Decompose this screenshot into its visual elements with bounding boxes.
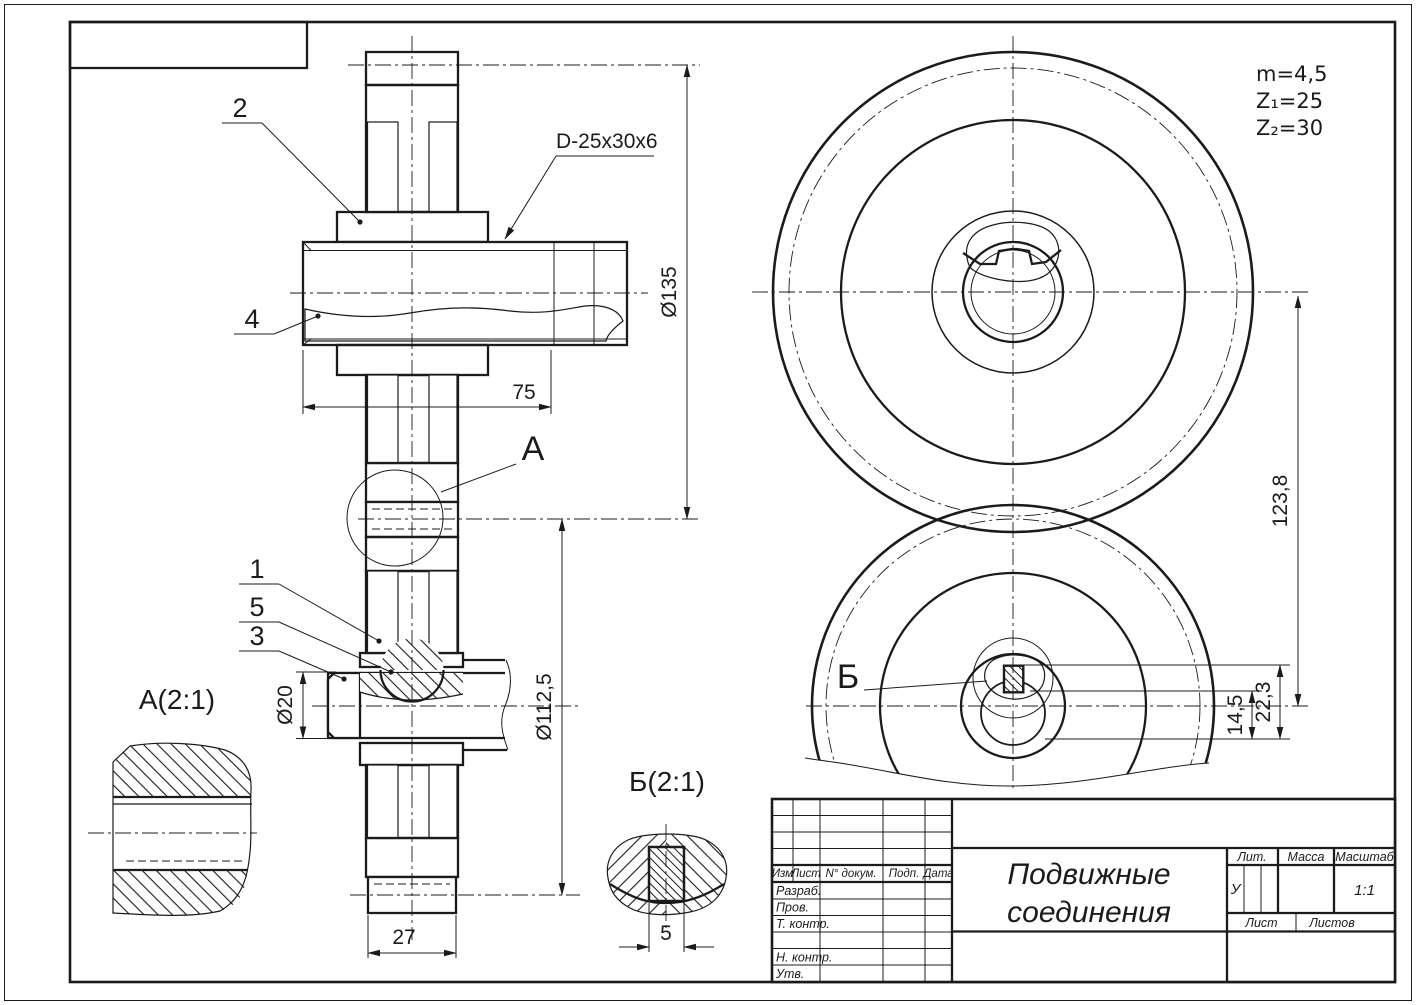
break-line: [804, 757, 1210, 787]
detail-a-title: А(2:1): [139, 684, 215, 715]
detail-a-ref-label: А: [522, 430, 545, 468]
svg-text:2: 2: [232, 93, 247, 123]
tb-mass-header: Масса: [1288, 850, 1325, 864]
tb-col-izm: Изм: [772, 868, 793, 880]
dim-center-distance: 123,8: [1269, 475, 1292, 528]
title-block: Изм Лист N° докум. Подп. Дата Разраб. Пр…: [770, 797, 1397, 984]
tb-scale-header: Масштаб: [1335, 850, 1394, 864]
tb-scale-value: 1:1: [1354, 882, 1375, 899]
dim-gear-od: Ø135: [658, 266, 681, 317]
section-dimensions: Ø135 75 Ø20 Ø112,5 27 D-25x30x6 2 4: [222, 64, 691, 958]
dim-shaft-diameter: Ø20: [274, 685, 297, 725]
dim-keyway-shaft: 14,5: [1224, 695, 1247, 736]
param-z1: Z₁=25: [1256, 89, 1323, 113]
detail-a-circle: [346, 469, 444, 567]
dim-gear2-od: Ø112,5: [533, 673, 556, 740]
ball-seat: [379, 669, 445, 703]
spline-shaft-broken-section: [304, 305, 624, 342]
keyway-broken-section: [984, 654, 1046, 700]
key-section: [647, 845, 686, 903]
callout-1: 1: [239, 554, 382, 644]
dim-spline-length: 75: [512, 381, 535, 404]
tb-role-prov: Пров.: [776, 901, 809, 915]
dim-key-width: 5: [660, 922, 672, 945]
spline-designation-label: D-25x30x6: [556, 130, 658, 153]
param-module: m=4,5: [1256, 62, 1327, 86]
section-view: [290, 36, 702, 940]
dim-hub-width: 27: [392, 926, 415, 949]
tb-sheet-header: Лист: [1244, 916, 1277, 930]
tb-liter-header: Лит.: [1236, 850, 1266, 864]
detail-a-view: А(2:1): [88, 684, 257, 916]
callout-4: 4: [234, 304, 321, 335]
tb-role-razrab: Разраб.: [776, 884, 821, 898]
detail-b-view: Б(2:1) 5: [606, 766, 728, 952]
ball-joint: [326, 638, 511, 752]
dim-keyway-hub: 22,3: [1252, 682, 1275, 723]
tb-role-utv: Утв.: [775, 967, 804, 981]
tb-col-list: Лист: [790, 868, 821, 880]
detail-b-title: Б(2:1): [629, 766, 705, 797]
tb-col-podp: Подп.: [889, 868, 920, 880]
spline-bore-broken-section: [965, 221, 1060, 283]
tb-liter-value: У: [1230, 881, 1242, 898]
callout-3: 3: [239, 621, 347, 682]
collar: [326, 671, 362, 740]
keyway-key: [1002, 664, 1025, 694]
tb-role-nkontr: Н. контр.: [776, 951, 832, 965]
svg-text:3: 3: [249, 621, 264, 651]
svg-text:5: 5: [249, 592, 264, 622]
param-z2: Z₂=30: [1256, 116, 1323, 140]
document-title-line2: соединения: [1007, 896, 1171, 929]
svg-text:1: 1: [249, 554, 264, 584]
top-left-stamp-box: [68, 20, 309, 70]
tb-col-dokum: N° докум.: [825, 868, 876, 880]
callout-2: 2: [222, 93, 363, 225]
gear-front-views: m=4,5 Z₁=25 Z₂=30 Б 14,5 22,3 123,8: [752, 36, 1327, 789]
callout-5: 5: [239, 592, 394, 675]
tb-sheets-header: Листов: [1308, 916, 1355, 930]
tb-role-tkontr: Т. контр.: [776, 917, 830, 931]
document-title-line1: Подвижные: [1007, 858, 1170, 891]
tb-col-data: Дата: [921, 868, 953, 880]
sheet-frame: [4, 4, 1412, 1001]
detail-b-ref-label: Б: [837, 658, 859, 696]
svg-text:4: 4: [244, 304, 259, 334]
